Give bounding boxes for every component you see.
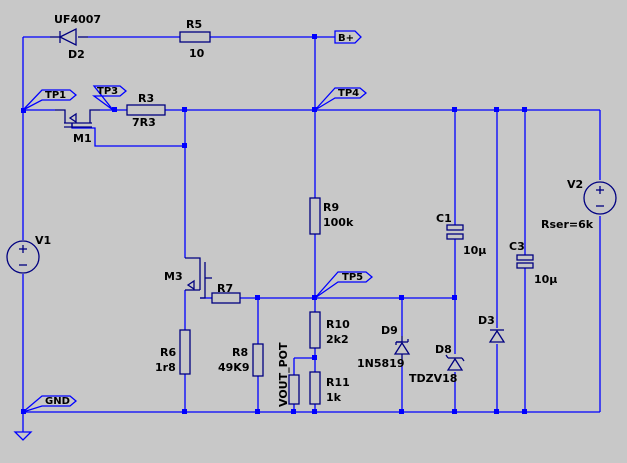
resistor-vout-pot[interactable]: [288, 374, 300, 405]
source-v2[interactable]: [583, 181, 617, 215]
d9-model-label: 1N5819: [357, 357, 404, 370]
v2-ref-label: V2: [567, 178, 583, 191]
r5-value-label: 10: [189, 47, 205, 60]
diode-d9[interactable]: [393, 336, 411, 360]
flag-tp1[interactable]: [22, 89, 78, 111]
d8-model-label: TDZV18: [409, 372, 457, 385]
tp3-label: TP3: [97, 86, 118, 97]
c1-ref-label: C1: [436, 212, 452, 225]
bplus-label: B+: [338, 33, 354, 44]
d8-ref-label: D8: [435, 343, 452, 356]
resistor-r8[interactable]: [252, 343, 264, 377]
flag-bplus[interactable]: [334, 30, 362, 44]
tp5-label: TP5: [342, 272, 363, 283]
resistor-r9[interactable]: [309, 197, 321, 235]
m1-ref-label: M1: [73, 132, 92, 145]
resistor-r6[interactable]: [179, 329, 191, 375]
gnd-label: GND: [45, 396, 70, 407]
capacitor-c3[interactable]: [516, 254, 534, 269]
r9-ref-label: R9: [323, 201, 339, 214]
m3-ref-label: M3: [164, 270, 183, 283]
r11-value-label: 1k: [326, 391, 342, 404]
diode-d2[interactable]: [50, 27, 88, 47]
flag-tp3[interactable]: [92, 85, 128, 111]
r9-value-label: 100k: [323, 216, 354, 229]
resistor-r7[interactable]: [211, 292, 241, 304]
resistor-r5[interactable]: [179, 31, 211, 43]
d9-ref-label: D9: [381, 324, 398, 337]
diode-d3[interactable]: [488, 329, 506, 343]
r5-ref-label: R5: [186, 18, 202, 31]
resistor-r10[interactable]: [309, 311, 321, 349]
diode-d8[interactable]: [445, 354, 465, 371]
c1-value-label: 10µ: [463, 244, 486, 257]
v2-rser-label: Rser=6k: [541, 218, 594, 231]
r8-value-label: 49K9: [218, 361, 250, 374]
r10-value-label: 2k2: [326, 333, 349, 346]
tp1-label: TP1: [45, 90, 66, 101]
flag-tp5[interactable]: [314, 271, 374, 299]
d3-ref-label: D3: [478, 314, 495, 327]
c3-value-label: 10µ: [534, 273, 557, 286]
r7-ref-label: R7: [217, 282, 233, 295]
d2-ref-label: D2: [68, 48, 85, 61]
c3-ref-label: C3: [509, 240, 525, 253]
r10-ref-label: R10: [326, 318, 350, 331]
flag-gnd[interactable]: [22, 395, 78, 413]
r6-ref-label: R6: [160, 346, 176, 359]
flag-tp4[interactable]: [314, 87, 368, 111]
mosfet-m1[interactable]: [55, 109, 100, 128]
r6-value-label: 1r8: [155, 361, 176, 374]
r8-ref-label: R8: [232, 346, 248, 359]
r11-ref-label: R11: [326, 376, 350, 389]
ground-icon: [13, 431, 33, 441]
capacitor-c1[interactable]: [446, 224, 464, 240]
r3-ref-label: R3: [138, 92, 154, 105]
v1-ref-label: V1: [35, 234, 51, 247]
tp4-label: TP4: [338, 88, 359, 99]
r3-value-label: 7R3: [132, 116, 156, 129]
vout-pot-label: VOUT_POT: [277, 342, 290, 407]
resistor-r11[interactable]: [309, 371, 321, 405]
source-v1[interactable]: [6, 240, 40, 274]
mosfet-m3[interactable]: [185, 257, 212, 299]
resistor-r3[interactable]: [126, 104, 166, 116]
d2-model-label: UF4007: [54, 13, 101, 26]
